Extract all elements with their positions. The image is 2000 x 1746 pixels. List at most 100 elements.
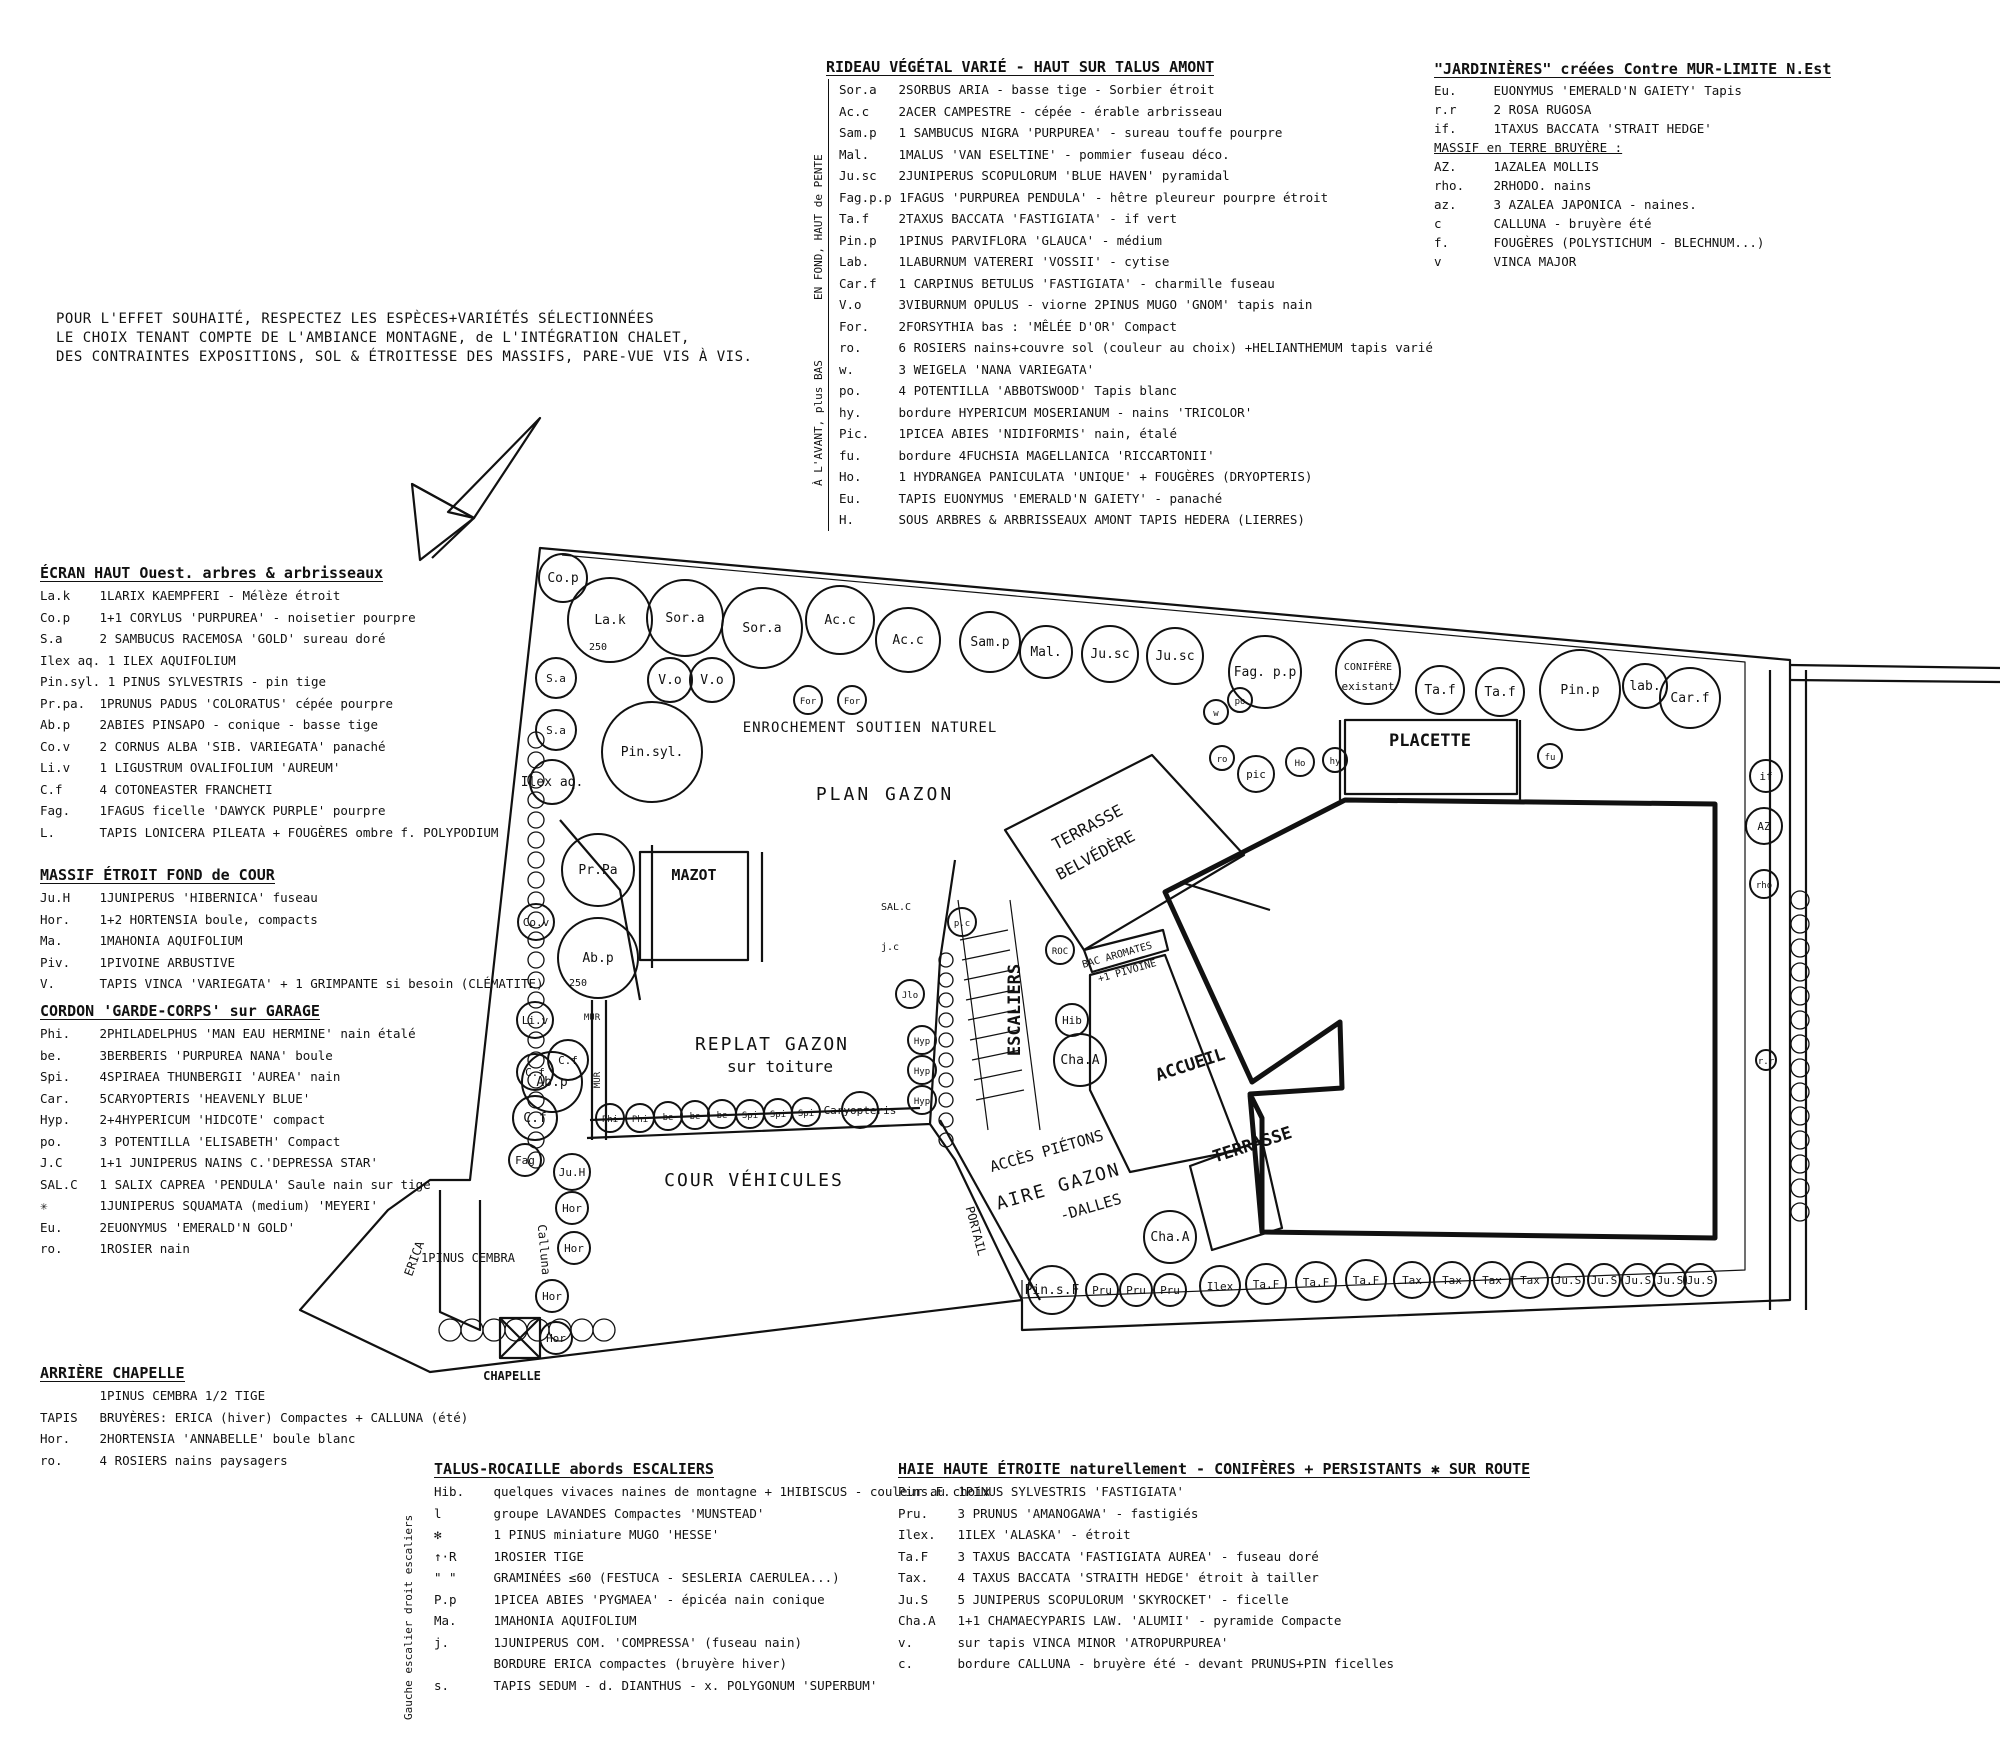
legend-line: ✻ 1 PINUS miniature MUGO 'HESSE' — [434, 1524, 990, 1546]
legend-subtitle: MASSIF en TERRE BRUYÈRE : — [1434, 140, 1623, 155]
legend-text: TAPIS VINCA 'VARIEGATA' + 1 GRIMPANTE si… — [99, 976, 544, 991]
legend-text: 1FAGUS 'PURPUREA PENDULA' - hêtre pleure… — [899, 189, 1329, 205]
small-plant — [938, 1012, 954, 1028]
plant-label-sora1: Sor.a — [665, 611, 704, 626]
legend-line: AZ. 1AZALEA MOLLIS — [1434, 157, 1831, 176]
legend-line: C.f 4 COTONEASTER FRANCHETI — [40, 779, 498, 801]
plant-label-prpa: Pr.Pa — [578, 863, 617, 878]
plant-abp2 — [521, 1051, 583, 1113]
legend-code: Ju.sc — [839, 168, 877, 183]
legend-code: Hor. — [40, 1431, 71, 1446]
plant-liv — [516, 1001, 554, 1039]
plant-label-hor3: Hor — [542, 1290, 562, 1303]
legend-code: P.p — [434, 1591, 457, 1607]
legend-line: ro. 1ROSIER nain — [40, 1238, 431, 1260]
legend-line: po. 3 POTENTILLA 'ELISABETH' Compact — [40, 1131, 431, 1153]
plant-ho — [1285, 747, 1315, 777]
legend-line: Ab.p 2ABIES PINSAPO - conique - basse ti… — [40, 714, 498, 736]
plant-taF2 — [1295, 1261, 1337, 1303]
legend-text: 1PINUS CEMBRA 1/2 TIGE — [99, 1388, 266, 1403]
plant-label-be3: be — [717, 1111, 728, 1121]
plant-fag — [508, 1143, 542, 1177]
legend-code: Co.p — [40, 609, 71, 625]
small-plant — [592, 1318, 616, 1342]
plant-w — [1203, 699, 1229, 725]
legend-text: 1 LIGUSTRUM OVALIFOLIUM 'AUREUM' — [99, 760, 341, 775]
legend-text: 2FORSYTHIA bas : 'MÊLÉE D'OR' Compact — [898, 318, 1177, 334]
plant-pc — [947, 907, 977, 937]
legend-text: 5 JUNIPERUS SCOPULORUM 'SKYROCKET' - fic… — [957, 1591, 1289, 1607]
legend-code: Sam.p — [839, 125, 877, 140]
plant-label-pinsyl: Pin.syl. — [621, 745, 684, 760]
legend-text: 2 SAMBUCUS RACEMOSA 'GOLD' sureau doré — [99, 631, 386, 646]
legend-text: 2+4HYPERICUM 'HIDCOTE' compact — [99, 1112, 326, 1127]
plant-label-cop: Co.p — [547, 571, 578, 586]
legend-code: J.C — [40, 1155, 63, 1170]
legend-line: Ma. 1MAHONIA AQUIFOLIUM — [434, 1610, 990, 1632]
plant-label-liv: Li.v — [522, 1014, 549, 1027]
legend-text: 1 SAMBUCUS NIGRA 'PURPUREA' - sureau tou… — [898, 125, 1283, 140]
plant-label-phi2: Phi — [632, 1115, 648, 1125]
legend-text: 1PIVOINE ARBUSTIVE — [99, 954, 235, 970]
legend-code: La.k — [40, 588, 71, 603]
legend-text: 1MAHONIA AQUIFOLIUM — [493, 1613, 637, 1628]
small-plant — [527, 1091, 545, 1109]
legend-title: "JARDINIÈRES" créées Contre MUR-LIMITE N… — [1434, 60, 1832, 78]
legend-code: Eu. — [40, 1219, 63, 1235]
legend-line: Eu. 2EUONYMUS 'EMERALD'N GOLD' — [40, 1217, 431, 1239]
legend-line: v VINCA MAJOR — [1434, 252, 1831, 271]
plant-if — [1749, 759, 1783, 793]
legend-code: " " — [434, 1570, 457, 1585]
plant-fagpp — [1228, 635, 1302, 709]
small-plant — [938, 952, 954, 968]
legend-line: Ju.sc 2JUNIPERUS SCOPULORUM 'BLUE HAVEN'… — [839, 165, 1433, 187]
plant-label-jusc2: Ju.sc — [1155, 649, 1194, 664]
plant-label-existant: existant — [1342, 680, 1395, 693]
plant-label-for1: For — [800, 697, 817, 707]
plant-label-fag: Fag — [515, 1154, 535, 1167]
legend-title: MASSIF ÉTROIT FOND de COUR — [40, 866, 275, 884]
plant-mal — [1019, 625, 1073, 679]
legend-text: 4SPIRAEA THUNBERGII 'AUREA' nain — [99, 1069, 341, 1084]
legend-code: Pin.p — [839, 232, 877, 248]
legend-text: 1+1 CHAMAECYPARIS LAW. 'ALUMII' - pyrami… — [957, 1613, 1342, 1628]
legend-code: Ju.H — [40, 890, 71, 905]
plant-lak — [567, 577, 653, 663]
legend-rideau: RIDEAU VÉGÉTAL VARIÉ - HAUT SUR TALUS AM… — [826, 60, 1433, 531]
legend-code: ✳ — [40, 1198, 48, 1213]
plant-chaA2 — [1143, 1210, 1197, 1264]
legend-talus: TALUS-ROCAILLE abords ESCALIERS Hib. que… — [434, 1462, 990, 1696]
small-plant — [938, 1032, 954, 1048]
legend-text: 2EUONYMUS 'EMERALD'N GOLD' — [99, 1219, 296, 1235]
plant-hor2 — [557, 1231, 591, 1265]
legend-text: bordure CALLUNA - bruyère été - devant P… — [957, 1656, 1395, 1671]
legend-line: Lab. 1LABURNUM VATERERI 'VOSSII' - cytis… — [839, 251, 1433, 273]
small-plant — [527, 1031, 545, 1049]
plant-label-acc1: Ac.c — [824, 613, 855, 628]
legend-code: Lab. — [839, 254, 870, 269]
legend-code: ✻ — [434, 1527, 442, 1542]
zone-chapelle: CHAPELLE — [483, 1369, 541, 1383]
legend-line: fu. bordure 4FUCHSIA MAGELLANICA 'RICCAR… — [839, 445, 1433, 467]
plant-label-tax4: Tax — [1520, 1274, 1540, 1287]
legend-code: r.r — [1434, 102, 1457, 117]
legend-code: L. — [40, 824, 56, 840]
legend-text: 1PRUNUS PADUS 'COLORATUS' cépée pourpre — [99, 695, 394, 711]
plant-label-juS1: Ju.S — [1555, 1274, 1582, 1287]
legend-line: r.r 2 ROSA RUGOSA — [1434, 100, 1831, 119]
legend-ecran: ÉCRAN HAUT Ouest. arbres & arbrisseaux L… — [40, 566, 498, 843]
legend-text: TAPIS SEDUM - d. DIANTHUS - x. POLYGONUM… — [493, 1677, 878, 1693]
legend-text: 3VIBURNUM OPULUS - viorne 2PINUS MUGO 'G… — [898, 297, 1313, 312]
plant-acc2 — [875, 607, 941, 673]
legend-code: Cha.A — [898, 1613, 936, 1628]
plant-ilex2 — [1199, 1265, 1241, 1307]
plant-sa2 — [535, 709, 577, 751]
plant-label-tax1: Tax — [1402, 1274, 1422, 1287]
plant-label-juS5: Ju.S — [1687, 1274, 1714, 1287]
plant-label-hyp3: Hyp — [914, 1097, 930, 1107]
plant-label-be2: be — [690, 1112, 701, 1122]
legend-line: ✳ 1JUNIPERUS SQUAMATA (medium) 'MEYERI' — [40, 1195, 431, 1217]
plant-label-sa2: S.a — [546, 724, 566, 737]
legend-code: For. — [839, 318, 870, 334]
legend-code: Ta.F — [898, 1548, 929, 1564]
